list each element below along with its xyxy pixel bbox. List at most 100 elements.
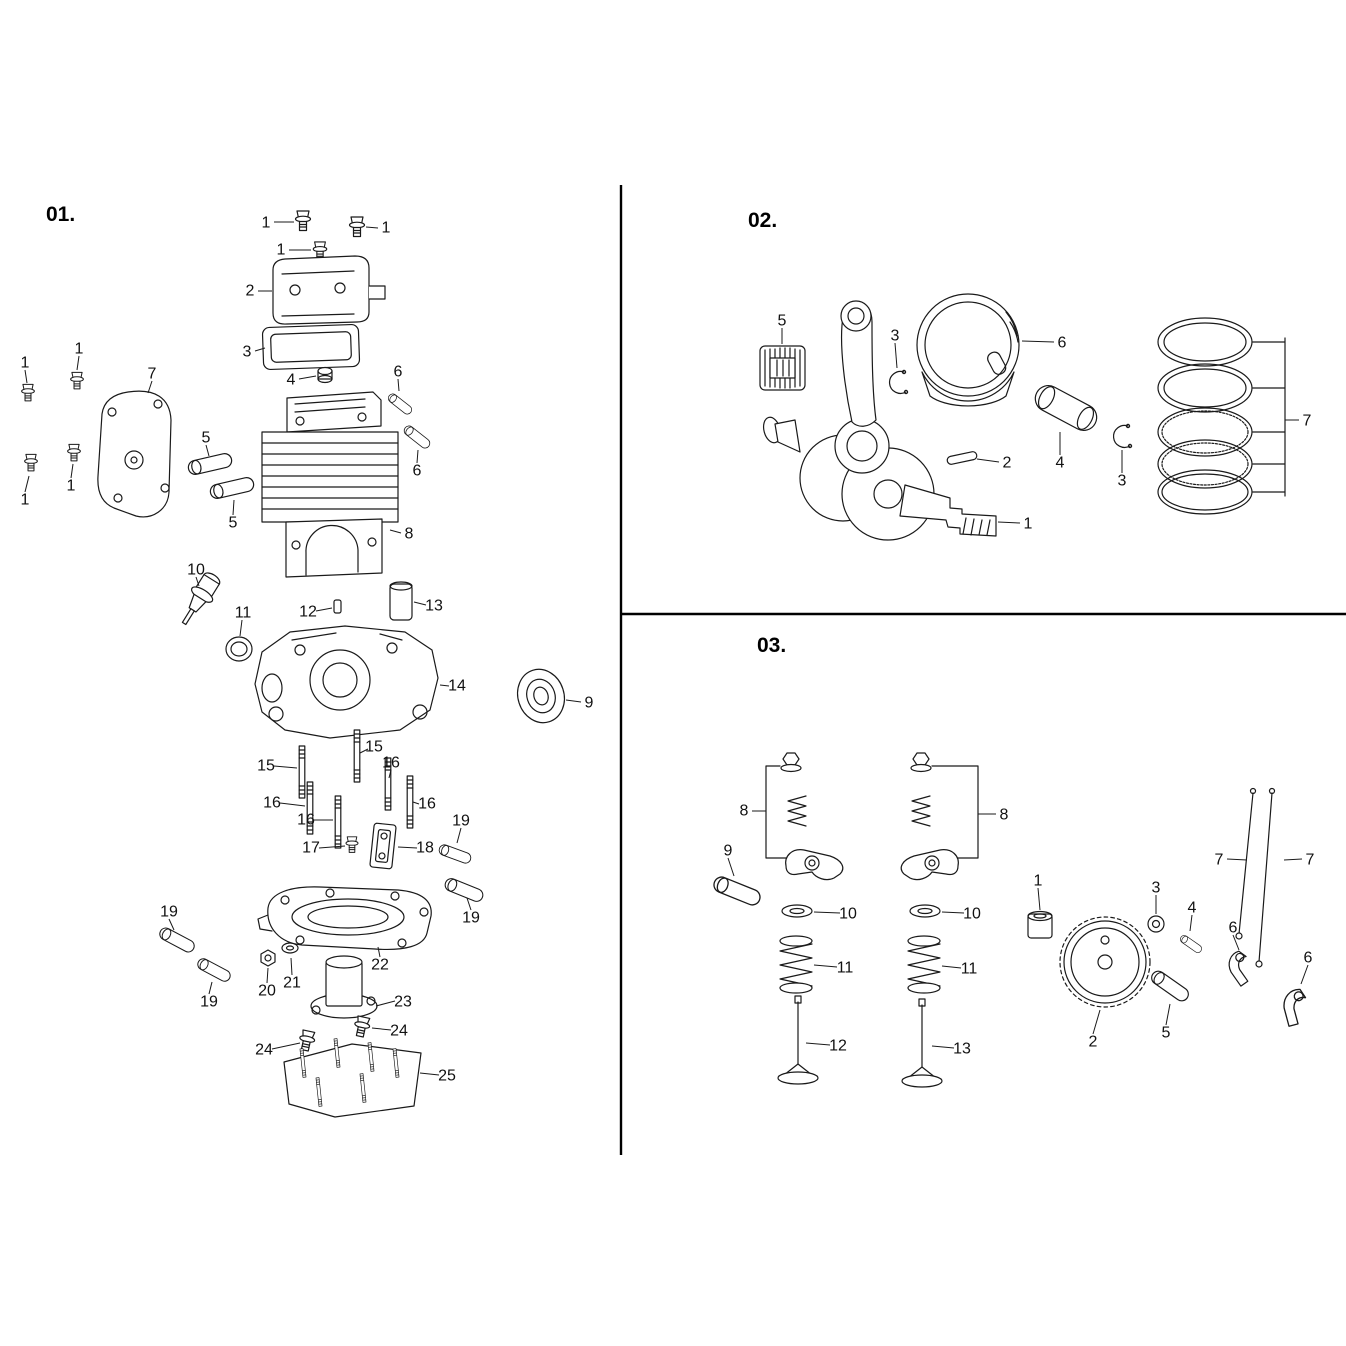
part-guide-plate <box>369 822 397 870</box>
leader-line <box>266 967 269 984</box>
callout-section01-17-28: 17 <box>302 840 320 857</box>
callout-section01-18-29: 18 <box>416 840 434 857</box>
callout-section01-10-16: 10 <box>187 562 205 579</box>
leader-line <box>413 601 427 606</box>
leader-line <box>365 226 379 229</box>
callout-section02-2-3: 2 <box>1003 455 1012 472</box>
leader-line <box>941 911 965 914</box>
leader-line <box>1226 858 1248 861</box>
callout-section01-7-8: 7 <box>148 366 157 383</box>
part-cylinder <box>261 391 399 578</box>
leader-line <box>1021 340 1055 343</box>
part-crankcase <box>254 625 439 739</box>
leader-line <box>371 1027 392 1031</box>
leader-line <box>813 911 841 914</box>
part-needle-bearing <box>759 345 806 391</box>
callout-section01-22-36: 22 <box>371 957 389 974</box>
callout-section03-4-12: 4 <box>1188 900 1197 917</box>
callout-section02-3-1: 3 <box>891 328 900 345</box>
part-washer-3 <box>1147 915 1165 933</box>
leader-line <box>439 684 450 687</box>
part-dowel-13 <box>389 581 413 621</box>
part-woodruff-key <box>946 451 978 465</box>
callout-section03-3-11: 3 <box>1152 880 1161 897</box>
callout-section03-9-2: 9 <box>724 843 733 860</box>
callout-section01-4-5: 4 <box>287 372 296 389</box>
leader-line <box>273 765 298 769</box>
leader-line <box>195 576 200 587</box>
callout-section01-15-22: 15 <box>257 758 275 775</box>
leader-line <box>70 463 74 479</box>
leader-line <box>359 748 369 754</box>
leader-line <box>239 619 243 637</box>
callout-section01-12-18: 12 <box>299 604 317 621</box>
callout-section01-19-32: 19 <box>160 904 178 921</box>
callout-section03-2-10: 2 <box>1089 1034 1098 1051</box>
callout-section03-6-15: 6 <box>1304 950 1313 967</box>
callout-section03-1-9: 1 <box>1034 873 1043 890</box>
group-bracket-left <box>765 765 787 859</box>
part-intake-tube <box>310 955 378 1019</box>
leader-line <box>976 458 1000 463</box>
leader-line <box>208 981 213 995</box>
leader-line <box>894 342 898 369</box>
leader-line <box>416 449 419 464</box>
callout-section01-14-20: 14 <box>448 678 466 695</box>
part-piston-rings <box>1157 317 1253 515</box>
callout-section01-5-13: 5 <box>202 430 211 447</box>
leader-line <box>931 1045 955 1049</box>
leader-line <box>941 965 962 969</box>
callout-section02-5-0: 5 <box>778 313 787 330</box>
callout-section02-6-2: 6 <box>1058 335 1067 352</box>
callout-section03-8-1: 8 <box>1000 807 1009 824</box>
part-cam-gear <box>1059 916 1151 1008</box>
callout-section02-3-5: 3 <box>1118 473 1127 490</box>
part-sealing-ring <box>225 636 253 662</box>
part-head-cover-gasket <box>261 323 361 371</box>
leader-line <box>271 1042 301 1050</box>
leader-line <box>1165 1003 1171 1026</box>
leader-line <box>318 845 346 849</box>
part-cam-bushing <box>1027 910 1053 939</box>
leader-line <box>466 897 472 911</box>
part-nut-20 <box>260 949 276 967</box>
callout-section01-11-17: 11 <box>235 605 252 622</box>
callout-section01-6-6: 6 <box>394 364 403 381</box>
part-crankshaft <box>762 300 997 541</box>
part-grommet <box>317 366 333 384</box>
leader-line <box>397 378 400 392</box>
group-bracket-right <box>931 765 979 859</box>
leader-line <box>419 1072 440 1076</box>
callout-section03-12-7: 12 <box>829 1038 847 1055</box>
part-piston-pin <box>1034 385 1098 431</box>
part-key-12 <box>333 599 342 614</box>
leader-line <box>24 369 28 384</box>
leader-line <box>76 355 80 371</box>
callout-section01-21-35: 21 <box>283 975 301 992</box>
leader-line <box>315 607 333 612</box>
callout-section01-1-10: 1 <box>75 341 84 358</box>
callout-section02-4-4: 4 <box>1056 455 1065 472</box>
leader-line <box>205 444 210 457</box>
section-01-label: 01. <box>46 203 76 226</box>
leader-line <box>1037 887 1041 911</box>
leader-line <box>565 699 582 703</box>
callout-section01-24-39: 24 <box>255 1042 273 1059</box>
callout-section01-15-23: 15 <box>365 739 383 756</box>
callout-section01-20-34: 20 <box>258 983 276 1000</box>
callout-section01-1-0: 1 <box>262 215 271 232</box>
leader-line <box>397 846 418 849</box>
section-03-label: 03. <box>757 634 787 657</box>
callout-section01-5-14: 5 <box>229 515 238 532</box>
callout-section01-23-37: 23 <box>394 994 412 1011</box>
leader-line <box>456 827 462 844</box>
callout-section01-8-15: 8 <box>405 526 414 543</box>
leader-line <box>1300 964 1309 985</box>
callout-section01-19-31: 19 <box>462 910 480 927</box>
leader-line <box>1189 914 1193 932</box>
callout-section01-24-38: 24 <box>390 1023 408 1040</box>
leader-line <box>168 918 175 931</box>
callout-section01-16-27: 16 <box>418 796 436 813</box>
leader-line <box>412 801 420 805</box>
